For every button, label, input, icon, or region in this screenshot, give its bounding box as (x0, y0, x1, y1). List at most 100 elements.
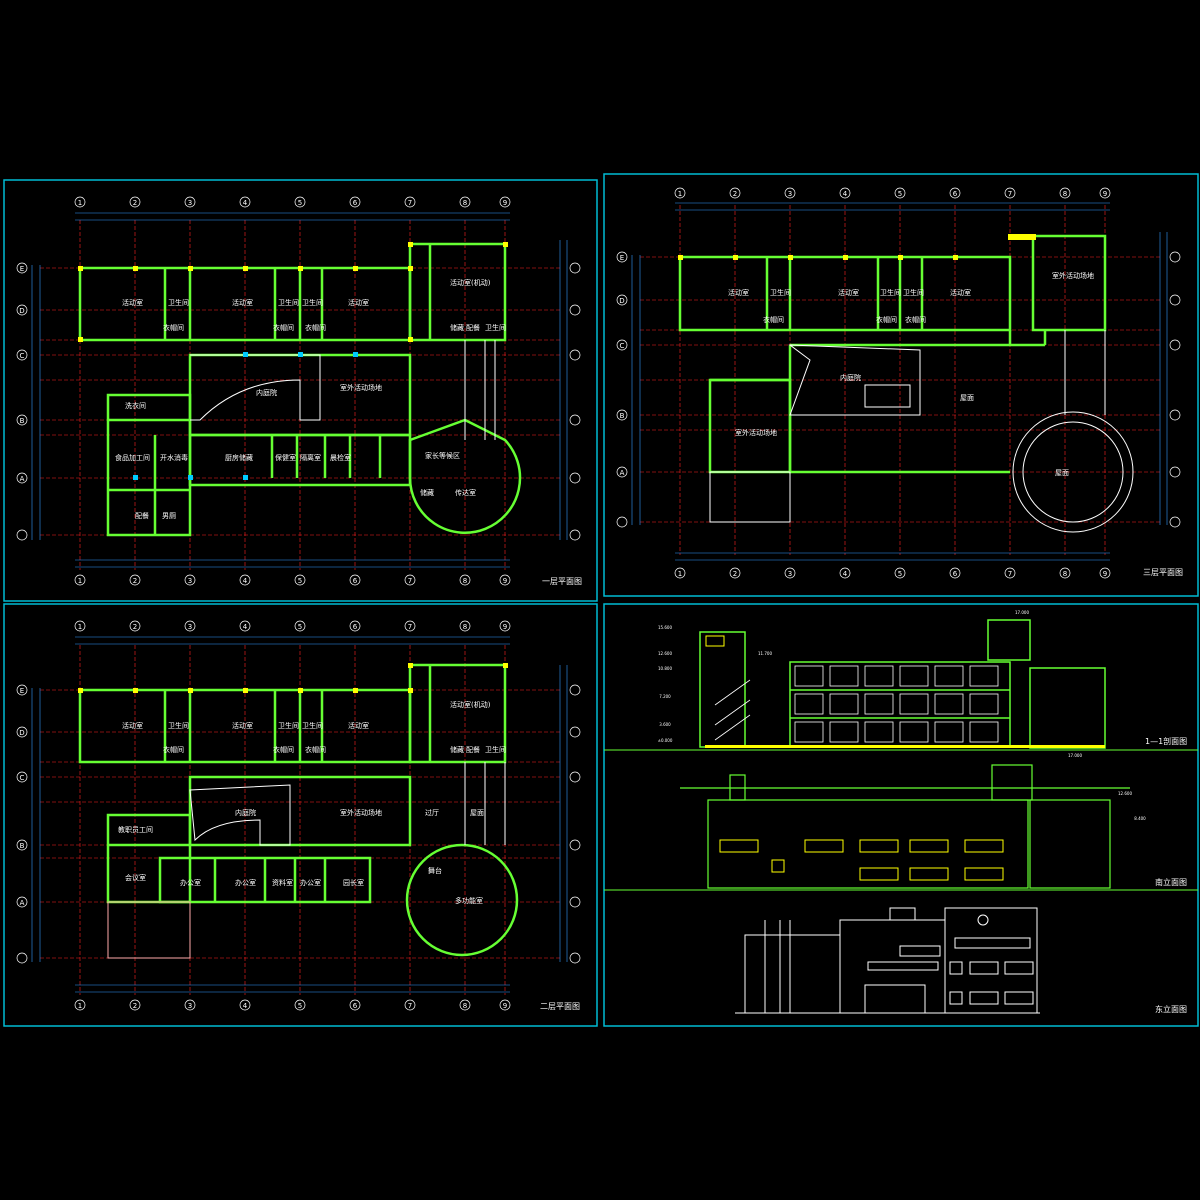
svg-text:1: 1 (78, 623, 82, 631)
svg-text:卫生间: 卫生间 (903, 288, 924, 297)
svg-text:4: 4 (843, 570, 848, 578)
svg-text:5: 5 (298, 623, 302, 631)
svg-text:屋面: 屋面 (960, 394, 974, 402)
svg-text:8: 8 (1063, 570, 1067, 578)
third-floor-plan: 1 2 3 4 5 6 7 8 9 1 2 3 4 5 6 7 8 9 E D … (616, 187, 1183, 579)
svg-text:1: 1 (678, 190, 682, 198)
svg-text:E: E (20, 265, 24, 273)
svg-text:±0.000: ±0.000 (658, 738, 673, 743)
svg-text:卫生间: 卫生间 (278, 721, 299, 730)
svg-text:配餐: 配餐 (466, 323, 480, 332)
svg-text:C: C (620, 342, 625, 350)
svg-text:B: B (20, 417, 25, 425)
panel-first-floor-frame (3, 179, 598, 602)
svg-text:会议室: 会议室 (125, 873, 146, 882)
svg-text:衣帽间: 衣帽间 (763, 315, 784, 324)
svg-text:储藏: 储藏 (450, 323, 464, 332)
first-floor-plan: 1 2 3 4 5 6 7 8 9 1 2 3 4 5 6 7 8 9 E D … (16, 196, 582, 586)
svg-text:3: 3 (788, 190, 792, 198)
svg-text:6: 6 (353, 1002, 358, 1010)
svg-text:1: 1 (678, 570, 682, 578)
svg-text:7.200: 7.200 (659, 694, 671, 699)
svg-text:6: 6 (353, 577, 358, 585)
section-1-1: 15.600 12.600 10.800 7.200 3.600 ±0.000 … (658, 610, 1187, 749)
svg-text:屋面: 屋面 (470, 809, 484, 817)
panel-third-floor-frame (603, 173, 1199, 597)
svg-text:4: 4 (843, 190, 848, 198)
svg-text:4: 4 (243, 577, 248, 585)
svg-text:6: 6 (353, 199, 358, 207)
svg-text:6: 6 (353, 623, 358, 631)
second-floor-plan: 1 2 3 4 5 6 7 8 9 1 2 3 4 5 6 7 8 9 E D … (16, 620, 581, 1011)
svg-text:衣帽间: 衣帽间 (305, 745, 326, 754)
svg-text:室外活动场地: 室外活动场地 (735, 428, 777, 437)
svg-text:1: 1 (78, 577, 82, 585)
svg-text:3: 3 (188, 623, 192, 631)
svg-text:7: 7 (408, 199, 412, 207)
svg-text:室外活动场地: 室外活动场地 (340, 383, 382, 392)
svg-text:7: 7 (408, 1002, 412, 1010)
svg-text:6: 6 (953, 570, 958, 578)
panel-second-floor-frame (3, 603, 598, 1027)
section-title: 1—1剖面图 (1145, 736, 1187, 746)
svg-text:2: 2 (133, 199, 137, 207)
svg-text:室外活动场地: 室外活动场地 (340, 808, 382, 817)
svg-text:内庭院: 内庭院 (256, 388, 277, 397)
svg-text:办公室: 办公室 (180, 878, 201, 887)
svg-text:1: 1 (78, 1002, 82, 1010)
east-elevation: 东立面图 (735, 907, 1187, 1014)
svg-text:C: C (20, 352, 25, 360)
svg-text:资料室: 资料室 (272, 878, 293, 887)
svg-text:保健室: 保健室 (275, 453, 296, 462)
svg-text:D: D (19, 729, 24, 737)
elevations: 15.600 12.600 10.800 7.200 3.600 ±0.000 … (604, 610, 1198, 1014)
svg-text:卫生间: 卫生间 (302, 298, 323, 307)
svg-text:过厅: 过厅 (425, 808, 439, 817)
svg-text:4: 4 (243, 1002, 248, 1010)
svg-text:活动室: 活动室 (122, 721, 143, 730)
svg-text:3: 3 (188, 1002, 192, 1010)
svg-text:A: A (20, 899, 25, 907)
svg-text:开水消毒: 开水消毒 (160, 453, 188, 462)
svg-text:传达室: 传达室 (455, 488, 476, 497)
ff-axis-top-1: 1 (78, 199, 82, 207)
svg-text:衣帽间: 衣帽间 (305, 323, 326, 332)
svg-text:活动室(机动): 活动室(机动) (450, 278, 491, 287)
svg-text:配餐: 配餐 (135, 511, 149, 520)
svg-text:男厕: 男厕 (162, 512, 176, 520)
svg-text:晨检室: 晨检室 (330, 453, 351, 462)
svg-text:家长等候区: 家长等候区 (425, 451, 460, 460)
svg-text:活动室(机动): 活动室(机动) (450, 700, 491, 709)
svg-text:隔离室: 隔离室 (300, 453, 321, 462)
svg-text:8: 8 (463, 623, 467, 631)
svg-text:内庭院: 内庭院 (235, 808, 256, 817)
svg-text:7: 7 (408, 577, 412, 585)
svg-text:储藏: 储藏 (420, 488, 434, 497)
svg-text:7: 7 (1008, 570, 1012, 578)
svg-text:舞台: 舞台 (428, 866, 442, 875)
svg-text:活动室: 活动室 (348, 298, 369, 307)
svg-text:园长室: 园长室 (343, 878, 364, 887)
svg-text:8: 8 (463, 1002, 467, 1010)
svg-text:9: 9 (1103, 190, 1107, 198)
svg-text:卫生间: 卫生间 (880, 288, 901, 297)
svg-text:卫生间: 卫生间 (168, 721, 189, 730)
panel-elevations-frame (603, 603, 1199, 1027)
svg-text:教职员工间: 教职员工间 (118, 825, 153, 834)
svg-text:衣帽间: 衣帽间 (876, 315, 897, 324)
svg-text:5: 5 (298, 577, 302, 585)
svg-text:衣帽间: 衣帽间 (163, 323, 184, 332)
svg-text:3: 3 (188, 199, 192, 207)
svg-text:15.600: 15.600 (658, 625, 672, 630)
svg-text:8.400: 8.400 (1134, 816, 1146, 821)
svg-text:9: 9 (503, 1002, 507, 1010)
svg-text:3.600: 3.600 (659, 722, 671, 727)
svg-text:卫生间: 卫生间 (278, 298, 299, 307)
svg-text:8: 8 (463, 577, 467, 585)
south-elevation-title: 南立面图 (1155, 877, 1187, 887)
south-elevation: 12.600 8.400 17.000 南立面图 (680, 753, 1187, 889)
svg-text:厨房储藏: 厨房储藏 (225, 453, 253, 462)
svg-text:卫生间: 卫生间 (302, 721, 323, 730)
svg-text:衣帽间: 衣帽间 (905, 315, 926, 324)
east-elevation-title: 东立面图 (1155, 1004, 1187, 1014)
